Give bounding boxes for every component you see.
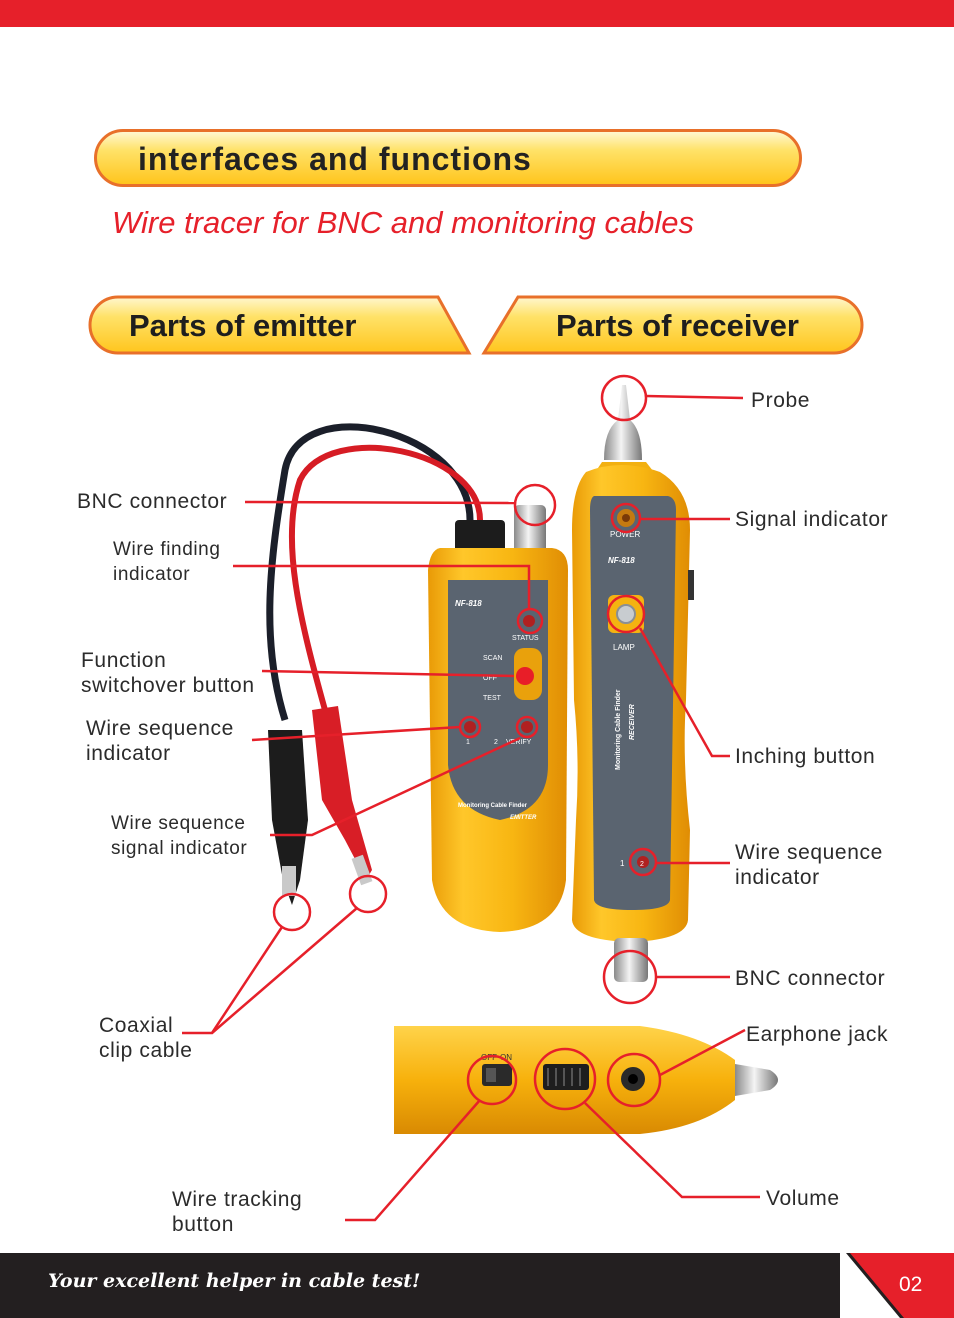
label-wire-seq-signal-1: Wire sequence [111, 813, 246, 834]
emitter-section-title: Parts of emitter [129, 308, 357, 343]
svg-text:Monitoring Cable Finder: Monitoring Cable Finder [615, 689, 622, 770]
label-receiver-bnc-connector: BNC connector [735, 967, 886, 990]
svg-text:RECEIVER: RECEIVER [629, 704, 636, 740]
page-number: 02 [899, 1273, 923, 1296]
svg-text:LAMP: LAMP [613, 643, 635, 652]
red-wire [288, 444, 483, 711]
footer-page-tab [840, 1253, 954, 1318]
page-subtitle: Wire tracer for BNC and monitoring cable… [112, 205, 695, 240]
title-banner [94, 129, 802, 187]
footer-tagline: Your excellent helper in cable test! [48, 1270, 421, 1292]
receiver-bnc-metal [614, 938, 648, 982]
label-function-1: Function [81, 649, 167, 672]
label-coaxial-2: clip cable [99, 1039, 193, 1062]
receiver-probe [604, 385, 642, 460]
label-coaxial-1: Coaxial [99, 1014, 174, 1037]
svg-text:NF-818: NF-818 [608, 556, 635, 565]
svg-text:POWER: POWER [610, 530, 640, 539]
svg-text:VERIFY: VERIFY [506, 739, 532, 746]
label-receiver-wire-seq-1: Wire sequence [735, 841, 883, 864]
svg-text:2: 2 [494, 739, 498, 746]
svg-text:ON: ON [500, 1053, 512, 1062]
label-emitter-bnc-connector: BNC connector [77, 490, 228, 513]
top-accent-bar [0, 0, 954, 27]
svg-text:TEST: TEST [483, 695, 502, 702]
footer-bar [0, 1253, 954, 1318]
svg-text:Monitoring Cable Finder: Monitoring Cable Finder [458, 803, 528, 809]
label-wire-seq-signal-2: signal indicator [111, 838, 248, 859]
svg-text:2: 2 [640, 861, 644, 868]
label-wire-finding-1: Wire finding [113, 539, 221, 560]
label-emitter-wire-seq-1: Wire sequence [86, 717, 234, 740]
side-probe [735, 1064, 778, 1096]
red-clip [312, 706, 372, 880]
label-function-2: switchover button [81, 674, 255, 697]
page-title: interfaces and functions [138, 141, 532, 177]
emitter-tab [88, 295, 472, 355]
svg-text:STATUS: STATUS [512, 635, 539, 642]
emitter-bnc-metal [514, 505, 546, 555]
emitter-bnc-base [455, 520, 505, 552]
label-earphone-jack: Earphone jack [746, 1023, 889, 1046]
svg-text:NF-818: NF-818 [455, 599, 482, 608]
receiver-section-title: Parts of receiver [556, 308, 799, 343]
label-emitter-wire-seq-2: indicator [86, 742, 171, 765]
svg-text:EMITTER: EMITTER [510, 815, 537, 821]
label-inching-button: Inching button [735, 745, 876, 768]
svg-text:OFF: OFF [483, 675, 497, 682]
label-wire-tracking-2: button [172, 1213, 234, 1236]
svg-text:SCAN: SCAN [483, 655, 502, 662]
label-volume: Volume [766, 1187, 840, 1210]
black-clip [268, 730, 308, 905]
label-signal-indicator: Signal indicator [735, 508, 889, 531]
receiver-tab [481, 295, 864, 355]
label-wire-finding-2: indicator [113, 564, 191, 585]
label-receiver-wire-seq-2: indicator [735, 866, 820, 889]
svg-text:OFF: OFF [481, 1053, 497, 1062]
label-wire-tracking-1: Wire tracking [172, 1188, 303, 1211]
black-wire [266, 423, 474, 722]
label-probe: Probe [751, 389, 811, 412]
svg-text:1: 1 [466, 739, 470, 746]
svg-text:1: 1 [620, 859, 625, 868]
